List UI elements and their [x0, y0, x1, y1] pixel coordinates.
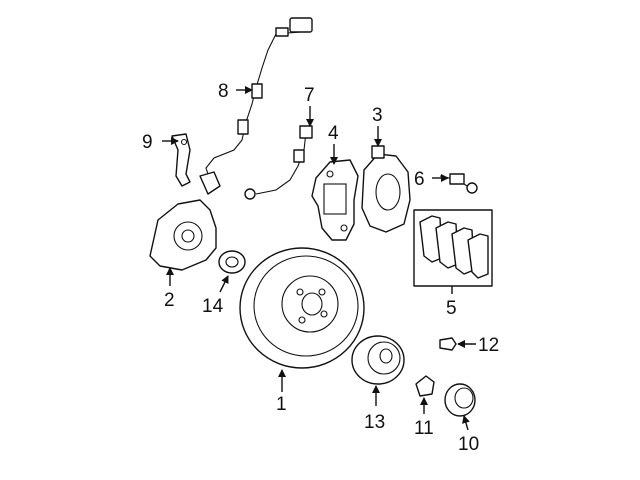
lug-nut — [415, 375, 435, 397]
brake-rotor — [239, 247, 365, 369]
brake-hose — [244, 125, 313, 200]
leader-lines — [162, 86, 476, 431]
wheel-hub — [351, 335, 405, 385]
callout-6: 6 — [414, 169, 425, 190]
callout-9: 9 — [142, 132, 153, 153]
callout-14: 14 — [202, 296, 224, 317]
callout-11: 11 — [414, 418, 434, 439]
callout-4: 4 — [328, 123, 339, 144]
callout-1: 1 — [276, 394, 287, 415]
callout-10: 10 — [458, 434, 479, 455]
abs-sensor-wire — [199, 17, 313, 195]
bracket — [171, 133, 191, 187]
splash-shield — [149, 199, 217, 271]
caliper-bracket — [311, 159, 359, 241]
pad-set-box — [413, 209, 493, 287]
callout-3: 3 — [372, 105, 383, 126]
wheel-stud — [439, 337, 457, 351]
callout-13: 13 — [364, 412, 385, 433]
callout-7: 7 — [304, 85, 315, 106]
callout-5: 5 — [446, 298, 457, 319]
caliper — [361, 145, 411, 233]
callout-labels: 8 9 7 4 3 6 2 14 5 12 1 13 11 10 — [142, 81, 499, 455]
callout-12: 12 — [478, 335, 499, 356]
seal — [218, 250, 246, 274]
callout-8: 8 — [218, 81, 229, 102]
callout-2: 2 — [164, 290, 175, 311]
wear-sensor — [439, 173, 478, 194]
hub-cap — [444, 383, 476, 417]
